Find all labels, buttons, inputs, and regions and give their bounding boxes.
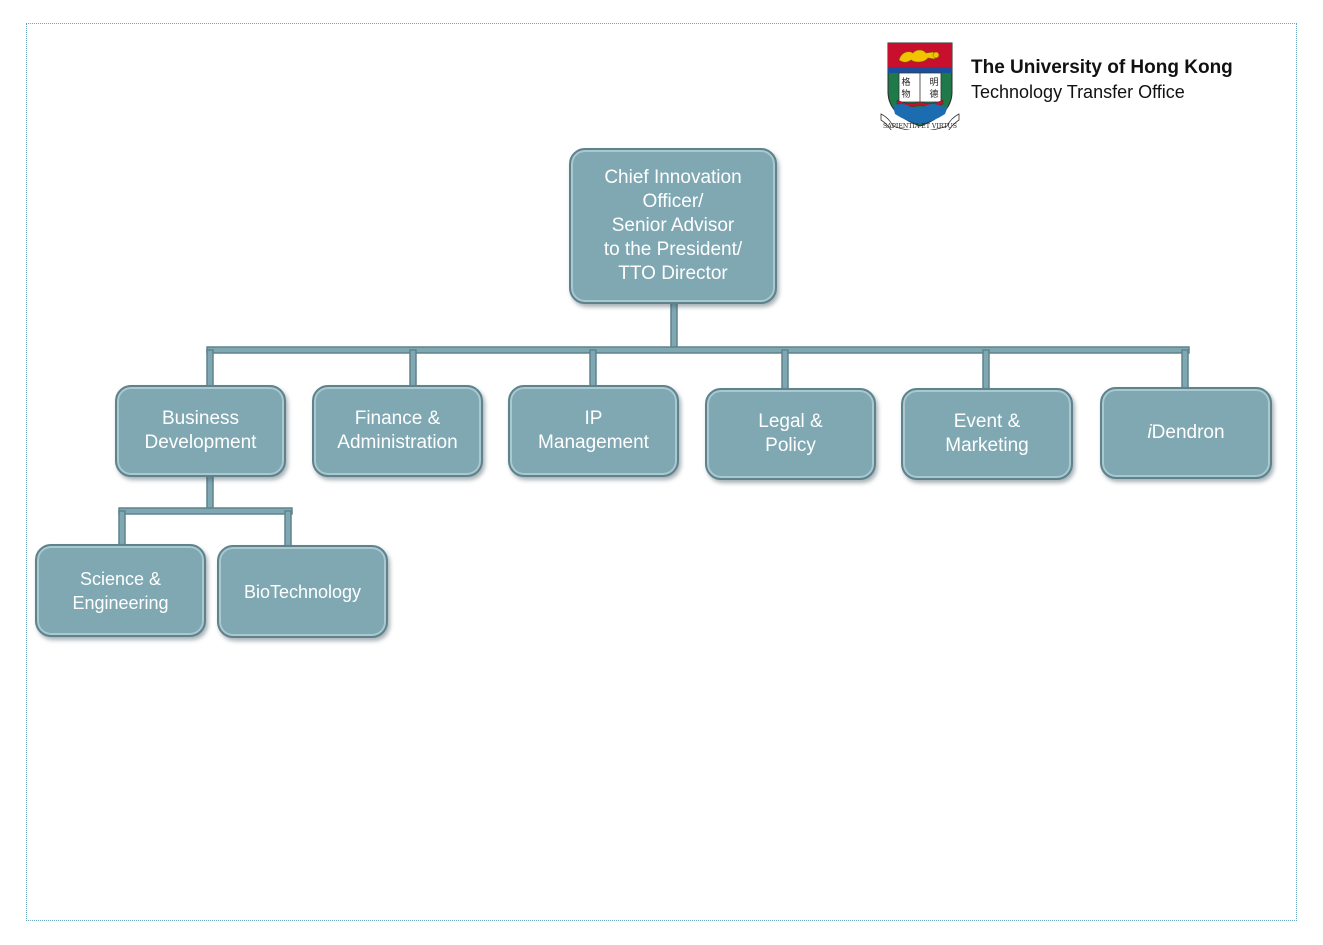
science-engineering-box: Science & Engineering [35, 544, 206, 637]
hku-crest-logo: SAPIENTIA ET VIRTUS 格 明 物 德 [880, 42, 960, 130]
box-line: Administration [337, 432, 458, 453]
biotechnology-box: BioTechnology [217, 545, 388, 638]
box-line: Policy [765, 435, 816, 456]
box-line: Science & [79, 568, 162, 589]
box-line: Development [144, 432, 257, 453]
connector-bd-bar [118, 507, 293, 515]
crest-char: 德 [929, 88, 938, 100]
idendron-box: iDendron [1100, 387, 1272, 479]
finance-administration-box: Finance & Administration [312, 385, 483, 477]
box-line: Chief Innovation [604, 167, 742, 188]
connector-drop [206, 349, 214, 389]
connector-drop [589, 349, 597, 389]
legal-policy-box: Legal & Policy [705, 388, 876, 480]
crest-motto: SAPIENTIA ET VIRTUS [883, 123, 957, 130]
box-line: Officer/ [642, 191, 704, 212]
connector-drop [284, 510, 292, 549]
connector-drop [781, 349, 789, 391]
event-marketing-box: Event & Marketing [901, 388, 1073, 480]
box-line: Marketing [945, 435, 1029, 456]
connector-drop [1181, 349, 1189, 391]
office-name: Technology Transfer Office [971, 82, 1185, 102]
ip-management-box: IP Management [508, 385, 679, 477]
box-line: Legal & [758, 411, 823, 432]
box-line: IP [584, 408, 603, 429]
connector-drop [118, 510, 126, 548]
box-line: Engineering [72, 592, 169, 613]
crest-char: 物 [901, 88, 910, 100]
box-line: Event & [953, 411, 1021, 432]
box-line: Business [161, 408, 240, 429]
box-line: BioTechnology [243, 581, 362, 602]
chief-innovation-officer-box: Chief Innovation Officer/ Senior Advisor… [569, 148, 777, 304]
connector-root-stem [670, 301, 678, 351]
connector-drop [982, 349, 990, 391]
crest-char: 格 [901, 76, 910, 88]
connector-bd-stem [206, 474, 214, 512]
crest-char: 明 [929, 77, 938, 88]
box-line: TTO Director [618, 263, 728, 284]
box-line: Finance & [354, 408, 441, 429]
connector-drop [409, 349, 417, 389]
box-line: to the President/ [603, 239, 743, 260]
idendron-name: Dendron [1151, 422, 1225, 443]
business-development-box: Business Development [115, 385, 286, 477]
box-line: Management [538, 432, 649, 453]
idendron-prefix: i [1147, 422, 1152, 443]
box-line: Senior Advisor [611, 215, 735, 236]
connector-main-bar [206, 346, 1190, 354]
page-frame [26, 23, 1297, 921]
idendron-label: iDendron [1147, 421, 1224, 445]
university-name: The University of Hong Kong [971, 57, 1233, 78]
